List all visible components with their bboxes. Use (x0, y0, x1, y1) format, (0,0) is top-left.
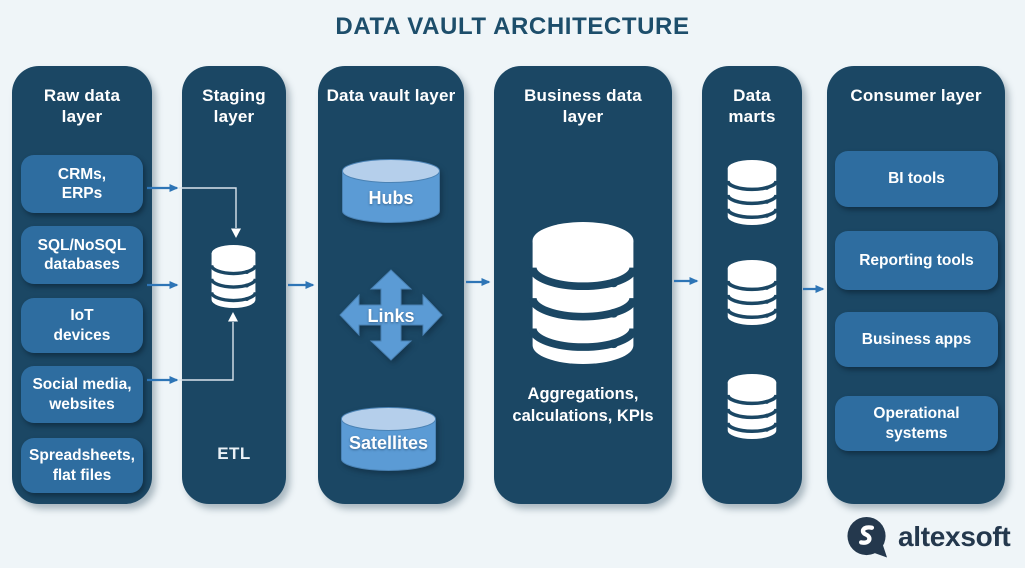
column-consumer-layer: Consumer layer BI tools Reporting tools … (827, 66, 1005, 504)
cylinder-icon (340, 407, 437, 471)
move-arrows-icon (339, 269, 443, 361)
logo-text: altexsoft (898, 520, 1011, 552)
column-raw-data-layer: Raw data layer CRMs, ERPs SQL/NoSQL data… (12, 66, 152, 504)
consumer-box-operational: Operational systems (835, 396, 998, 451)
column-data-vault-layer: Data vault layer Hubs Links Satellites (318, 66, 464, 504)
consumer-box-business-apps: Business apps (835, 312, 998, 367)
column-header: Data marts (728, 86, 776, 126)
etl-label: ETL (217, 444, 251, 463)
source-box-iot-devices: IoT devices (21, 298, 143, 353)
satellites-cylinder: Satellites (340, 407, 437, 471)
cylinder-icon (342, 159, 440, 223)
source-box-social-media: Social media, websites (21, 366, 143, 423)
column-business-data-layer: Business data layer Aggregations, calcul… (494, 66, 672, 504)
column-staging-layer: Staging layer ETL (182, 66, 286, 504)
hubs-label: Hubs (368, 188, 414, 208)
column-header: Staging layer (202, 86, 266, 126)
consumer-box-bi-tools: BI tools (835, 151, 998, 207)
source-box-sql-nosql: SQL/NoSQL databases (21, 226, 143, 284)
source-box-crms-erps: CRMs, ERPs (21, 155, 143, 213)
satellites-label: Satellites (348, 433, 429, 453)
links-cross: Links (339, 269, 443, 361)
database-icon (529, 222, 637, 364)
consumer-box-reporting-tools: Reporting tools (835, 231, 998, 290)
business-caption: Aggregations, calculations, KPIs (512, 385, 654, 425)
database-icon (726, 374, 778, 439)
column-data-marts: Data marts (702, 66, 802, 504)
column-header: Raw data layer (43, 86, 121, 126)
database-icon (726, 160, 778, 225)
hubs-cylinder: Hubs (341, 159, 441, 223)
column-header: Data vault layer (326, 86, 456, 105)
altexsoft-logo-icon (847, 516, 888, 558)
database-icon (726, 260, 778, 325)
database-icon (210, 245, 257, 308)
column-header: Consumer layer (850, 86, 982, 105)
diagram-title: DATA VAULT ARCHITECTURE (335, 13, 690, 40)
source-box-spreadsheets: Spreadsheets, flat files (21, 438, 143, 493)
column-header: Business data layer (524, 86, 642, 126)
links-label: Links (367, 306, 415, 326)
altexsoft-logo: altexsoft (846, 513, 1011, 560)
